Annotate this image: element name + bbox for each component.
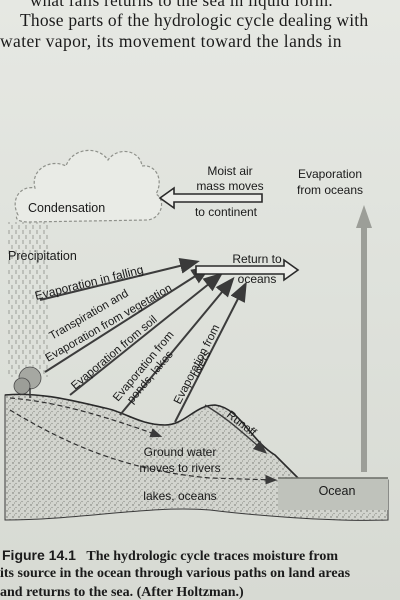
figure-caption-line-1: Figure 14.1 The hydrologic cycle traces … <box>2 547 338 565</box>
hydrologic-cycle-diagram: Condensation Precipitation Moist air mas… <box>4 149 389 521</box>
ocean-area <box>278 478 388 510</box>
label-moist-air-2: mass moves <box>196 179 263 193</box>
arrow-transpiration <box>44 265 212 373</box>
label-precipitation: Precipitation <box>8 249 77 263</box>
arrow-moist-air <box>158 186 263 210</box>
arrow-runoff <box>204 404 268 454</box>
label-evap-oceans-2: from oceans <box>297 183 363 197</box>
label-return-2: oceans <box>238 272 277 286</box>
figure-caption-line-3: and returns to the sea. (After Holtzman.… <box>0 585 244 600</box>
intro-text-line-2: water vapor, its movement toward the lan… <box>0 31 342 51</box>
label-ocean: Ocean <box>319 484 356 498</box>
label-ground-water-2: moves to rivers <box>139 461 220 475</box>
arrow-evap-oceans <box>356 205 372 472</box>
arrow-evap-ponds <box>119 276 235 416</box>
label-lakes-oceans: lakes, oceans <box>143 489 216 503</box>
figure-caption-line-2: its source in the ocean through various … <box>0 566 351 581</box>
intro-text-line-1: Those parts of the hydrologic cycle deal… <box>20 10 369 30</box>
label-return-1: Return to <box>232 252 282 266</box>
figure-number: Figure 14.1 <box>2 547 76 563</box>
arrow-evap-falling <box>39 258 200 301</box>
label-moist-air-3: to continent <box>195 205 258 219</box>
label-condensation: Condensation <box>28 201 105 215</box>
arrow-return-to-oceans <box>195 258 300 282</box>
ground-water-paths <box>9 397 278 485</box>
cut-off-text-line: what falls returns to the sea in liquid … <box>30 0 333 10</box>
arrow-evap-rivers <box>174 281 247 423</box>
arrow-evap-soil <box>69 272 224 396</box>
label-moist-air-1: Moist air <box>207 164 252 178</box>
caption-text-1: The hydrologic cycle traces moisture fro… <box>86 549 338 564</box>
tree-icon <box>13 366 42 398</box>
label-evap-oceans-1: Evaporation <box>298 167 362 181</box>
cloud-shape <box>14 149 163 223</box>
label-ground-water-1: Ground water <box>144 445 217 459</box>
